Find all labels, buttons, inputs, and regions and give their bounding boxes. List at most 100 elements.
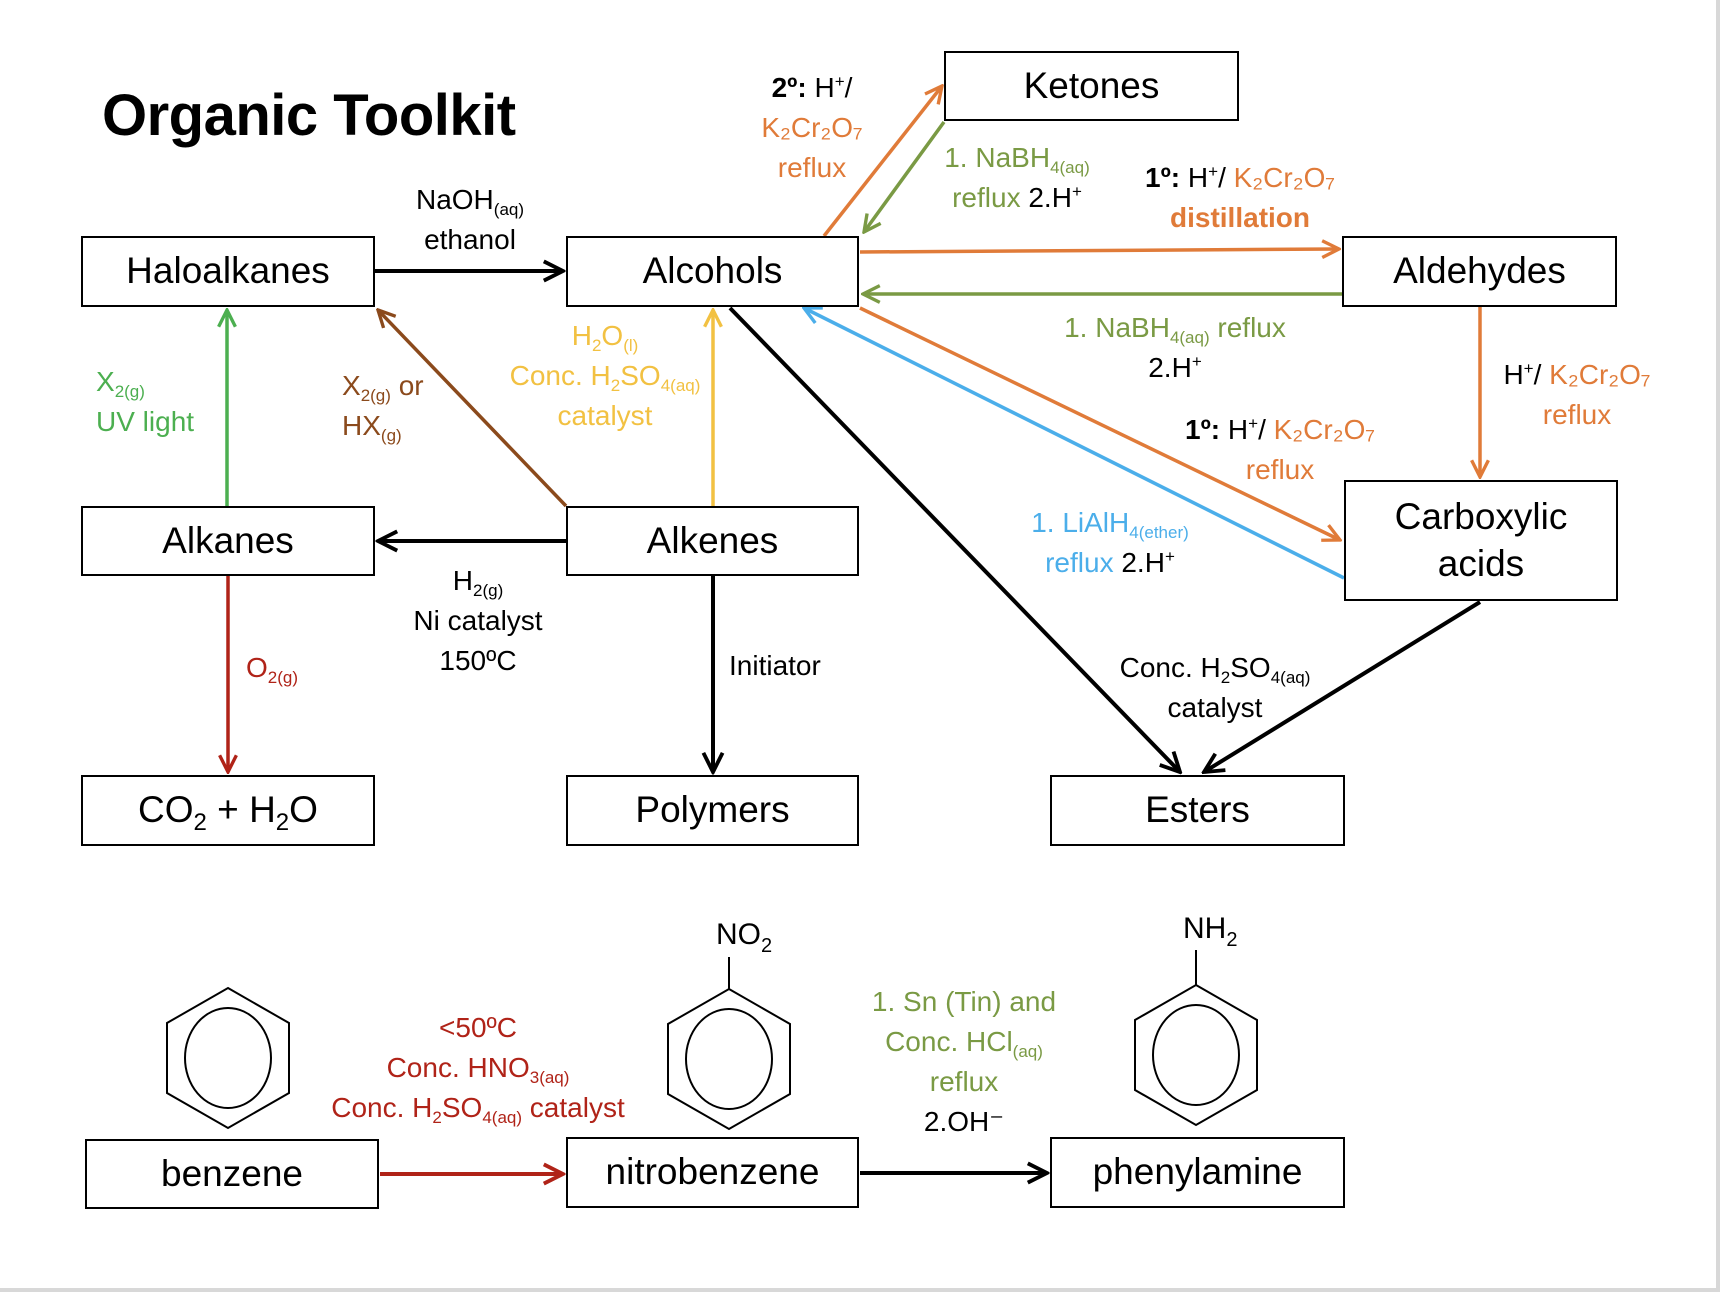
phenylamine-ring-icon [1134,950,1258,1127]
label-text: (aq) [493,200,525,219]
label-alkanes-to-haloalkanes: X2(g) UV light [96,362,194,442]
label-text: HX [342,410,381,441]
label-text: 2 [275,809,290,837]
label-text: NO [716,918,761,951]
node-label: Alkenes [646,519,779,561]
label-text: CO [138,789,194,831]
label-text: 3(aq) [529,1068,570,1087]
node-label-line1: Carboxylic [1394,496,1568,538]
node-label: Alcohols [642,250,783,292]
label-text: 1. NaBH [944,142,1051,173]
label-alkanes-to-co2-h2o: O2(g) [246,648,298,688]
label-text: NaOH [415,184,494,215]
node-alkanes: Alkanes [81,506,375,576]
label-text: or [390,370,424,401]
node-haloalkanes: Haloalkanes [81,236,375,307]
node-label: CO2 + H2O [138,787,318,837]
label-text: 1. LiAlH [1031,507,1130,538]
label-text: 2(g) [114,382,145,401]
arrow-alcohols-to-esters [728,306,1180,772]
label-text: + [1248,414,1259,433]
label-text: K₂Cr₂O₇ [1233,162,1335,193]
label-text: 2º: [771,72,807,103]
label-text: X [342,370,361,401]
label-text: 4(ether) [1129,523,1189,542]
label-aldehydes-to-alcohols: 1. NaBH4(aq) reflux 2.H+ [1050,308,1300,388]
node-label: Ketones [1023,64,1160,106]
label-alcohols-to-aldehydes: 1º: H+/ K₂Cr₂O₇ distillation [1130,158,1350,238]
label-text: X [96,366,115,397]
label-text: 2 [432,1108,442,1127]
node-esters: Esters [1050,775,1345,846]
arrow-alcohols-to-ketones [822,86,942,238]
label-text: 2.OH⁻ [923,1106,1005,1137]
label-text: reflux [777,152,847,183]
label-text: 2 [610,376,621,395]
node-polymers: Polymers [566,775,859,846]
label-carboxylic-acids-to-alcohols: 1. LiAlH4(ether) reflux 2.H+ [1010,503,1210,583]
label-text: reflux [1542,399,1612,430]
page-title: Organic Toolkit [102,83,516,148]
label-text: / [1533,359,1550,390]
label-text: 4(aq) [1050,158,1090,177]
label-text: reflux [1245,454,1315,485]
node-alcohols: Alcohols [566,236,859,307]
label-alkenes-to-alcohols: H2O(l) Conc. H2SO4(aq) catalyst [490,316,720,436]
label-text: SO [620,360,661,391]
label-text: / [844,72,853,103]
nitrobenzene-ring-icon [667,957,791,1131]
label-text: catalyst [522,1092,625,1123]
label-text: H [571,320,592,351]
label-alkenes-to-alkanes: H2(g) Ni catalyst 150ºC [398,561,558,681]
label-text: O [289,789,318,831]
label-text: 4(aq) [660,376,701,395]
label-text: + [1164,547,1175,566]
label-text: reflux [952,182,1021,213]
label-text: 2 [193,809,207,837]
label-text: K₂Cr₂O₇ [1273,414,1375,445]
label-haloalkanes-to-alcohols: NaOH(aq) ethanol [400,180,540,260]
node-label: nitrobenzene [605,1151,820,1193]
label-text: 2 [761,935,773,957]
label-text: catalyst [1167,692,1263,723]
node-label: Haloalkanes [126,250,330,292]
label-text: Conc. H [1119,652,1221,683]
node-label: Alkanes [162,519,294,561]
label-text: + [834,72,845,91]
node-aldehydes: Aldehydes [1342,236,1617,307]
label-text: 150ºC [439,645,517,676]
label-text: NH [1183,912,1227,945]
label-text: 2(g) [473,581,504,600]
label-alcohols-to-carboxylic-acids: 1º: H+/ K₂Cr₂O₇ reflux [1170,410,1390,490]
label-text: (aq) [1012,1042,1043,1061]
label-carboxylic-acids-to-esters: Conc. H2SO4(aq) catalyst [1105,648,1325,728]
label-text: 4(aq) [1270,668,1311,687]
label-text: Ni catalyst [413,605,543,636]
label-text: + H [206,789,276,831]
label-text: H [1503,359,1524,390]
label-text: reflux [1209,312,1286,343]
label-text: O [246,652,268,683]
benzene-ring-icon [166,986,290,1130]
label-text: SO [441,1092,483,1123]
label-text: + [1071,182,1082,201]
node-benzene: benzene [85,1139,379,1209]
label-text: reflux [929,1066,999,1097]
label-text: 2 [1226,929,1238,951]
label-text: 4(aq) [482,1108,523,1127]
arrow-carboxylic-acids-to-esters [1204,600,1482,772]
node-carboxylic-acids: Carboxylic acids [1344,480,1618,601]
label-text: Conc. HCl [885,1026,1013,1057]
label-text: / [1218,162,1234,193]
node-nitrobenzene: nitrobenzene [566,1137,859,1208]
label-text: UV light [96,406,195,437]
label-text: + [1523,359,1534,378]
label-text: SO [1230,652,1271,683]
label-text: 1º: [1145,162,1181,193]
label-ketones-to-alcohols: 1. NaBH4(aq) reflux 2.H+ [932,138,1102,218]
node-label: Esters [1145,789,1250,831]
label-text: / [1258,414,1274,445]
label-text: H [806,72,835,103]
